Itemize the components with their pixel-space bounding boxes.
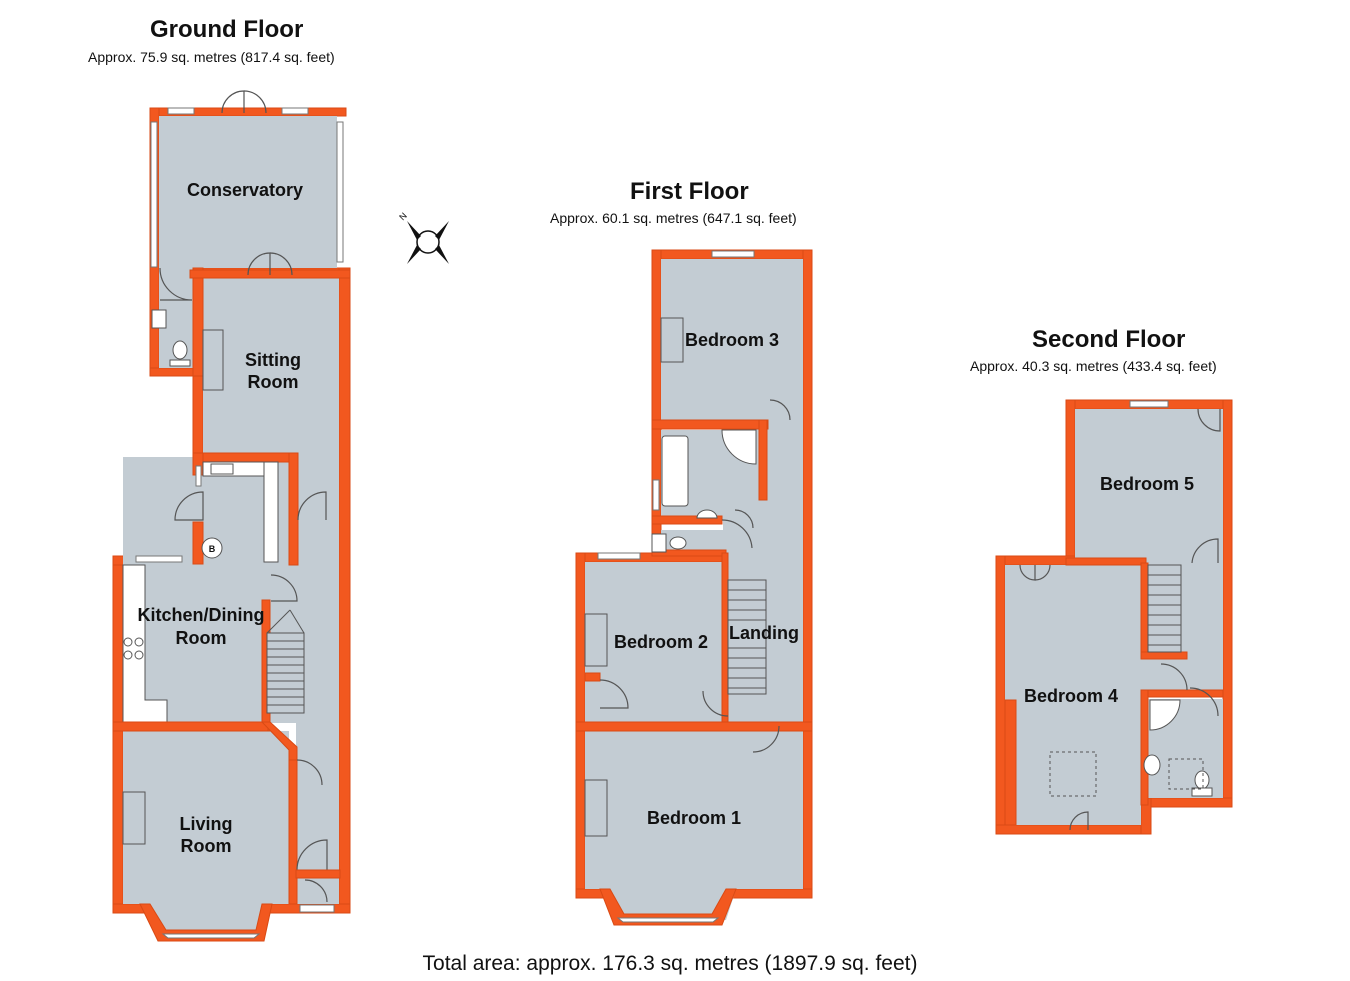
ground-floor-area: Approx. 75.9 sq. metres (817.4 sq. feet) [88, 49, 335, 65]
bedroom5-floor [1075, 409, 1223, 561]
living-room-label-line2: Room [181, 836, 232, 856]
kitchen-label-line1: Kitchen/Dining [138, 605, 265, 625]
sitting-room-label-line1: Sitting [245, 350, 301, 370]
first-floor-title: First Floor [630, 178, 749, 205]
living-room-label-line1: Living [180, 814, 233, 834]
bedroom2-floor [585, 562, 723, 724]
kitchen-label-line2: Room [176, 628, 227, 648]
bedroom1-label: Bedroom 1 [647, 808, 741, 828]
first-floor-stairs [727, 579, 767, 695]
sitting-room-label-line2: Room [248, 372, 299, 392]
bedroom3-label: Bedroom 3 [685, 330, 779, 350]
first-floor-plan: Bedroom 3 Landing Bedroom 2 Bedroom 1 [575, 249, 813, 926]
conservatory-label: Conservatory [187, 180, 303, 200]
bedroom4-label: Bedroom 4 [1024, 686, 1118, 706]
compass-north-label: N [397, 211, 409, 223]
second-floor-title: Second Floor [1032, 326, 1186, 353]
landing-label: Landing [729, 623, 799, 643]
second-floor-plan: Bedroom 5 Bedroom 4 [995, 399, 1233, 835]
second-floor-area: Approx. 40.3 sq. metres (433.4 sq. feet) [970, 358, 1217, 374]
total-area: Total area: approx. 176.3 sq. metres (18… [422, 952, 918, 975]
ground-floor-stairs [266, 609, 305, 714]
ground-floor-title: Ground Floor [150, 16, 304, 43]
ground-floor-plan: B [112, 90, 351, 942]
sitting-room-floor [203, 277, 339, 457]
bedroom4-floor [1005, 565, 1141, 825]
first-floor-area: Approx. 60.1 sq. metres (647.1 sq. feet) [550, 210, 797, 226]
bedroom5-label: Bedroom 5 [1100, 474, 1194, 494]
bedroom2-label: Bedroom 2 [614, 632, 708, 652]
second-floor-stairs [1147, 564, 1182, 653]
conservatory-floor [159, 116, 337, 268]
compass-icon: N [397, 211, 449, 264]
living-room-floor [123, 731, 289, 904]
bedroom3-floor [661, 259, 803, 422]
bedroom1-floor [585, 731, 803, 889]
boiler-label: B [209, 544, 216, 554]
